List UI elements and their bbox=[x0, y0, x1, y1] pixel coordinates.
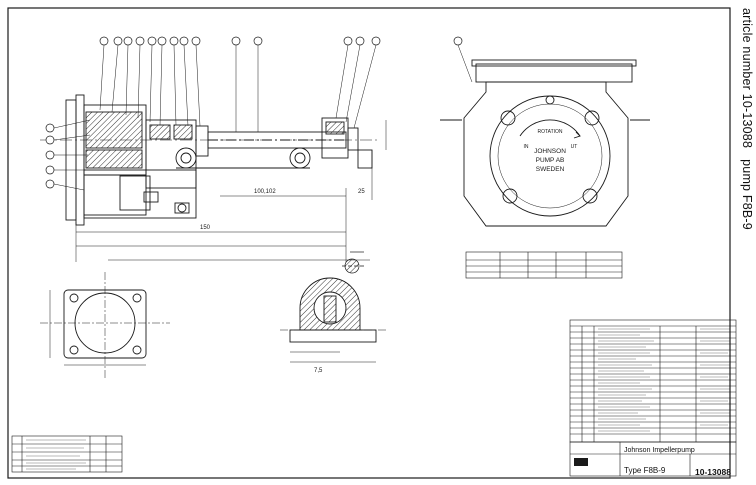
nameplate-in: IN bbox=[524, 144, 529, 150]
pump-model: pump F8B-9 bbox=[740, 159, 754, 230]
dimension-lines-main bbox=[75, 120, 387, 262]
nameplate-rotation: ROTATION bbox=[537, 129, 562, 135]
title-block-title: Johnson Impellerpump bbox=[624, 447, 695, 454]
dim-label: 100,102 bbox=[254, 189, 276, 195]
key-detail-view bbox=[342, 251, 366, 274]
article-number-label: article number 10-13088 pump F8B-9 bbox=[740, 8, 754, 230]
company-logo bbox=[574, 458, 588, 466]
balloon-leaders-top bbox=[99, 44, 473, 132]
nameplate-line3: SWEDEN bbox=[536, 166, 565, 173]
dim-label: 150 bbox=[200, 225, 211, 231]
flange-view bbox=[40, 272, 170, 380]
dim-label: 7,5 bbox=[314, 368, 323, 374]
title-block-doc-number: 10-13088 bbox=[695, 467, 731, 477]
article-number: article number 10-13088 bbox=[740, 8, 754, 149]
dim-label: 25 bbox=[358, 189, 365, 195]
spec-table bbox=[465, 251, 623, 279]
revision-block bbox=[11, 435, 123, 473]
bearing-detail-view bbox=[280, 277, 388, 363]
pump-front-view bbox=[440, 59, 650, 227]
dimension-texts-main: 150 100,102 25 7,5 bbox=[200, 189, 365, 374]
balloon-leaders-left bbox=[53, 119, 91, 191]
nameplate-line1: JOHNSON bbox=[534, 148, 566, 155]
nameplate-out: UT bbox=[571, 144, 578, 150]
pump-section-view bbox=[40, 94, 380, 226]
part-balloons-left bbox=[45, 123, 55, 189]
part-balloons-top bbox=[99, 36, 463, 46]
title-block-type: Type F8B-9 bbox=[624, 466, 666, 475]
parts-list-table bbox=[569, 319, 737, 477]
nameplate-texts: ROTATION IN UT JOHNSON PUMP AB SWEDEN bbox=[524, 129, 578, 173]
side-caption: article number 10-13088 pump F8B-9 bbox=[736, 8, 756, 308]
nameplate-line2: PUMP AB bbox=[536, 157, 565, 164]
sheet-frame bbox=[7, 7, 731, 479]
